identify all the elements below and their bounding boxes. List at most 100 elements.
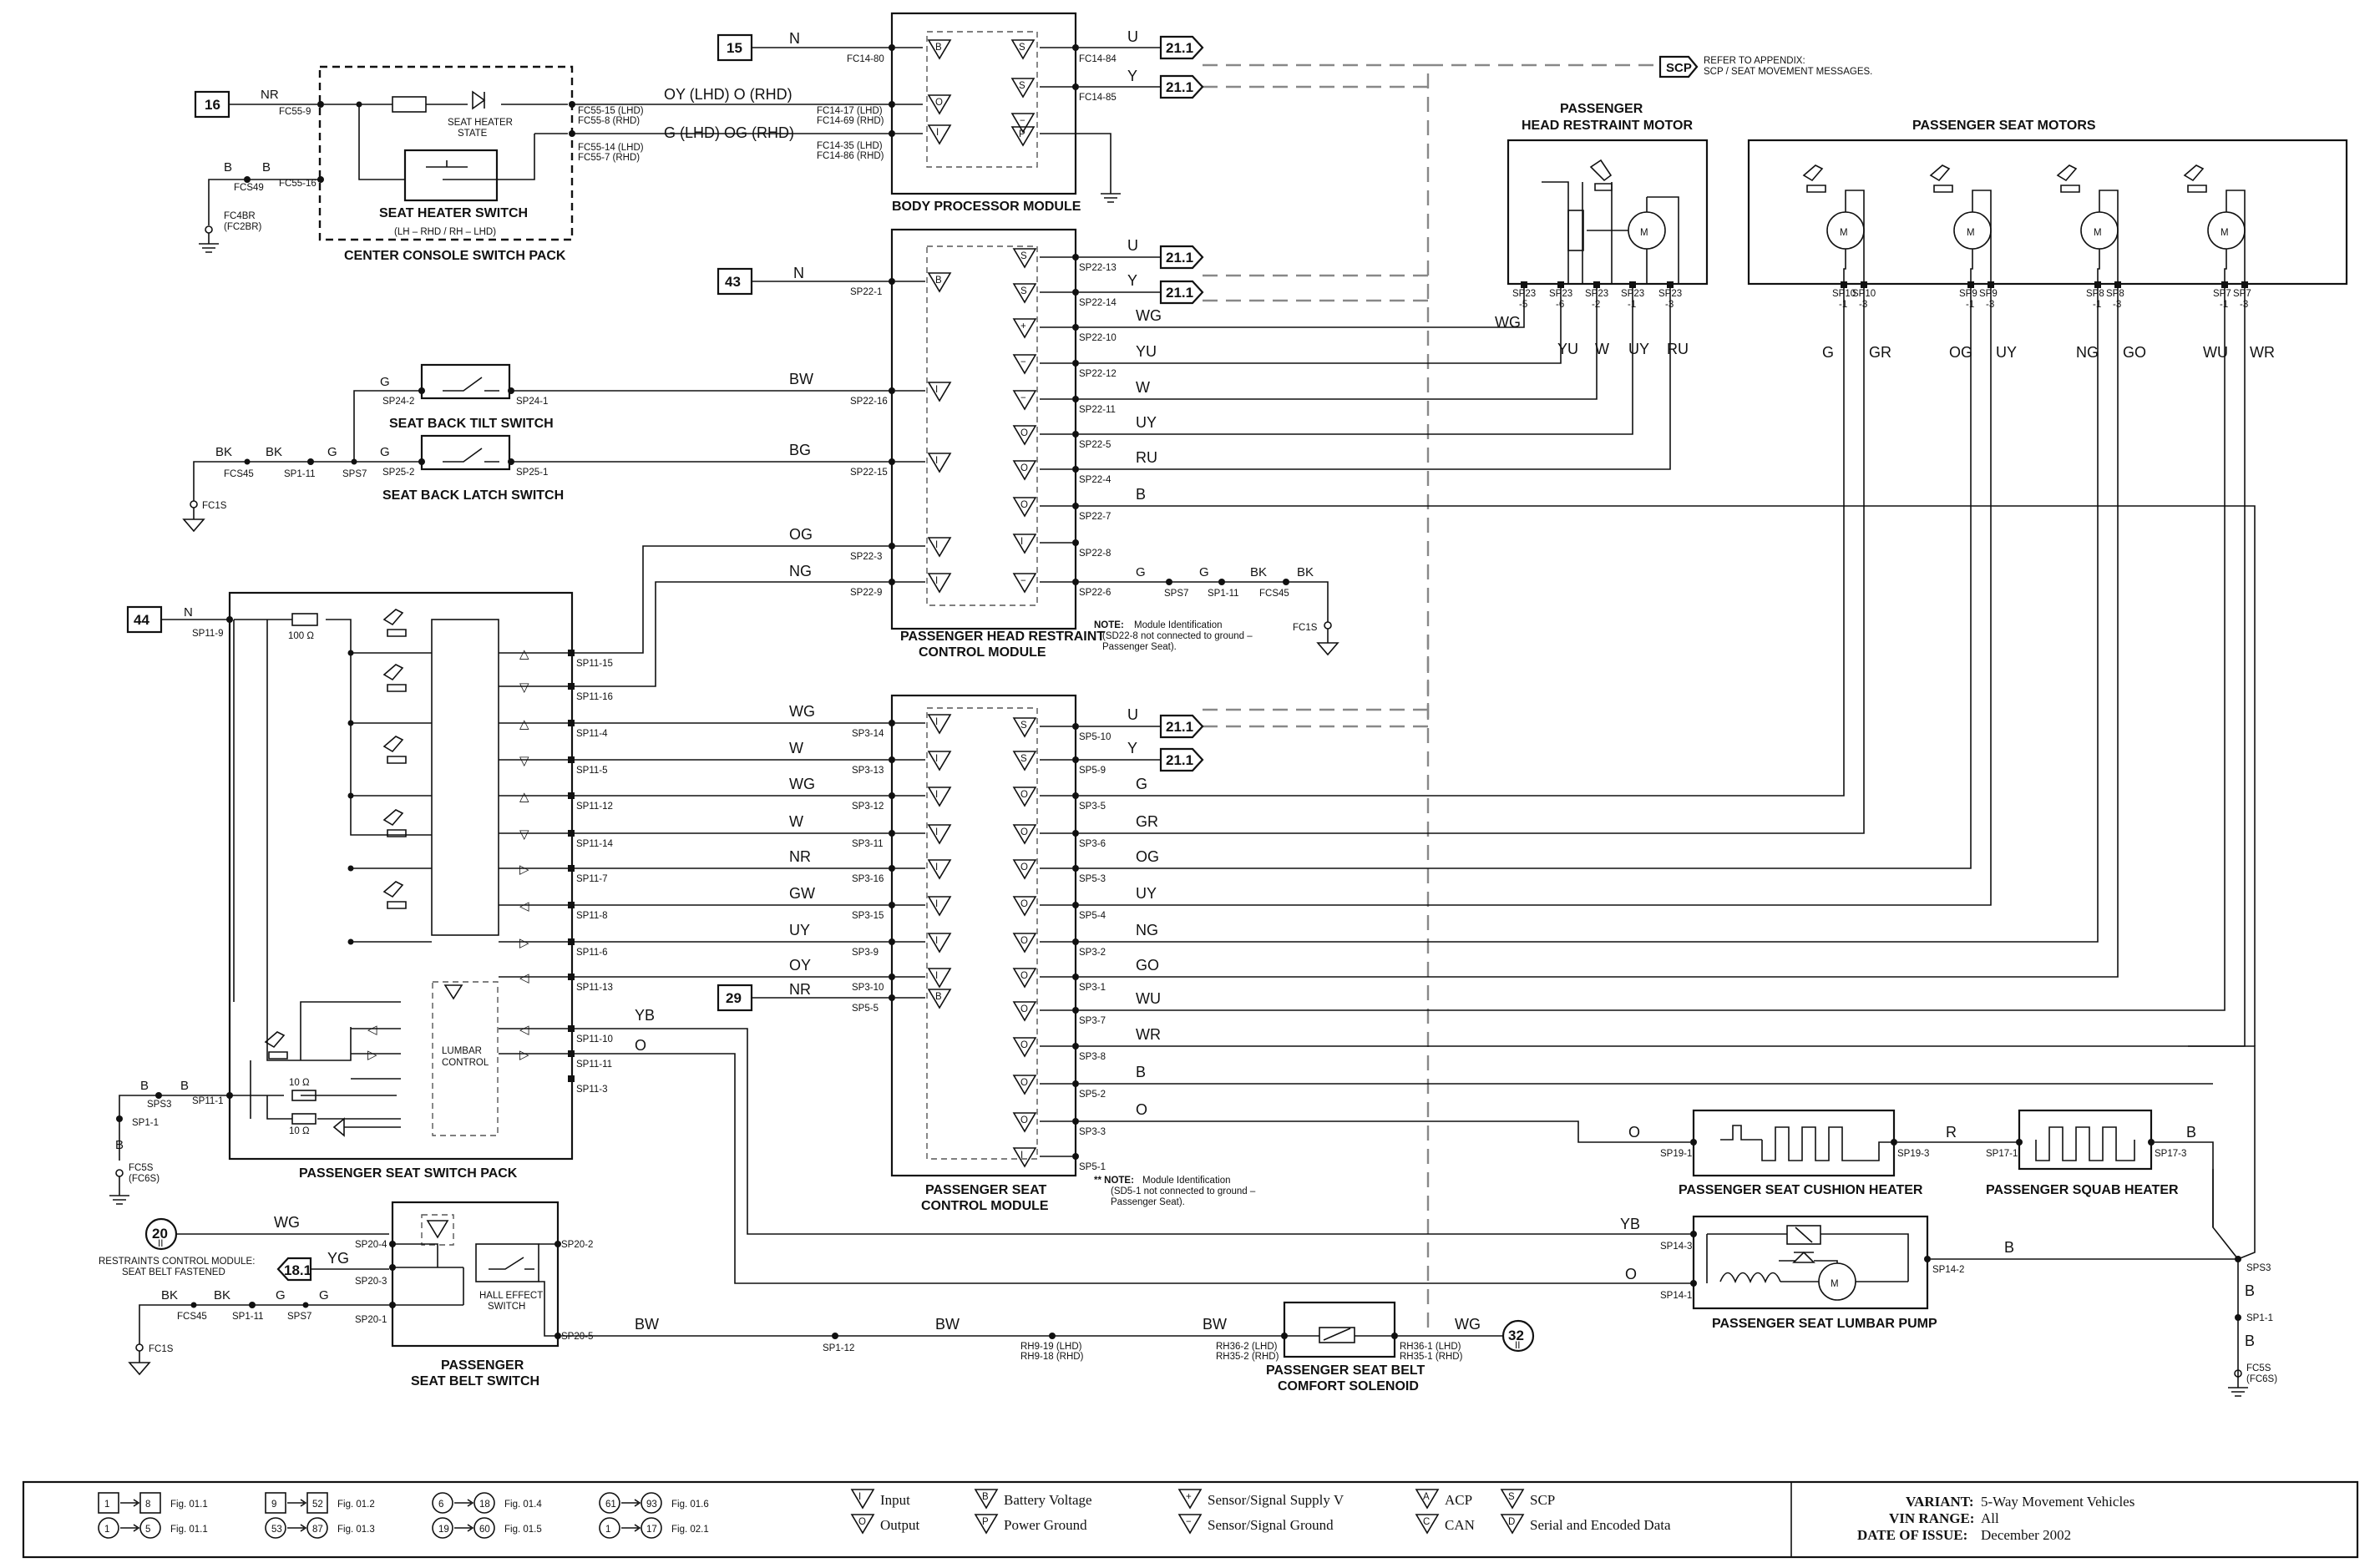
hrcm-right-pin-label: SP22-6 xyxy=(1079,588,1111,598)
belt-pin-4: SP20-2 xyxy=(561,1240,593,1250)
ssp-gnd-w3: B xyxy=(115,1138,124,1152)
legend-symbol-label: Serial and Encoded Data xyxy=(1530,1517,1671,1533)
head-motor-title-1: PASSENGER xyxy=(1560,102,1643,116)
passenger-seat-switch-pack: 44 N SP11-9 100 Ω LUMBAR CONTROL SP11-15… xyxy=(109,591,1691,1284)
hrcm-right-pin-dot xyxy=(1072,503,1079,509)
svg-text:O: O xyxy=(1020,936,1028,946)
legend-ref-b xyxy=(306,1517,328,1539)
hrcm-wire-bg: BG xyxy=(789,442,811,458)
scm-note-title: ** NOTE: xyxy=(1094,1176,1134,1186)
legend-ref-b xyxy=(641,1517,662,1539)
scm-right-pin-dot xyxy=(1072,723,1079,730)
hrcm-right-sym: O xyxy=(1012,497,1037,518)
scm-motor-wire-label: G xyxy=(1136,776,1147,792)
scm-left-pin-label: SP3-14 xyxy=(852,729,884,739)
scm-o-wire-label: O xyxy=(1136,1101,1147,1118)
legend-symbol-glyph: O xyxy=(858,1517,866,1527)
legend-ref-a xyxy=(98,1492,119,1514)
scm-input-wire-label: W xyxy=(789,740,803,756)
scm-right-sym: O xyxy=(1012,896,1037,917)
sol-rh9-a: RH9-19 (LHD) xyxy=(1020,1342,1082,1352)
scm-right-pin-label: SP3-7 xyxy=(1079,1016,1106,1026)
ssp-pin-marker xyxy=(568,792,575,799)
diode-icon xyxy=(332,1117,401,1137)
legend-symbol-glyph: − xyxy=(1186,1517,1192,1527)
legend-ref-b xyxy=(139,1492,161,1514)
ssp-pin-marker xyxy=(568,902,575,908)
svg-text:21.1: 21.1 xyxy=(1166,40,1193,56)
scm-motor-wire xyxy=(1079,288,2246,1047)
scm-note-2: (SD5-1 not connected to ground – xyxy=(1111,1186,1256,1196)
svg-text:O: O xyxy=(1020,827,1028,837)
sol-ref-out-sub: II xyxy=(1515,1341,1520,1351)
belt-gnd-w1: BK xyxy=(161,1288,178,1302)
hrcm-right-pin-dot xyxy=(1072,396,1079,402)
sol-rh9-b: RH9-18 (RHD) xyxy=(1020,1352,1084,1362)
squab-pin-2: SP17-3 xyxy=(2155,1149,2186,1159)
scm-input-wire-label: OY xyxy=(789,957,811,974)
motor-symbol: M xyxy=(2094,228,2102,238)
ssp-direction-icon: ▽ xyxy=(519,754,529,768)
scm-left-pin-label: SP3-16 xyxy=(852,874,884,884)
bpm-ref: 15 xyxy=(727,40,742,56)
scm-right-pin-label: SP5-9 xyxy=(1079,766,1106,776)
seat-adjust-icon xyxy=(382,664,407,692)
legend-ref-a-label: 1 xyxy=(104,1525,109,1535)
scm-motor-wire-label: GR xyxy=(1136,813,1158,830)
hrcm-left-pin-label: SP22-9 xyxy=(850,588,882,598)
scm-right-pin-label: SP3-8 xyxy=(1079,1052,1106,1062)
lumbar-arrow-icon: ◁ xyxy=(367,1023,377,1037)
hrcm-note-2: (SD22-8 not connected to ground – xyxy=(1102,631,1253,641)
hrcm-ref-out: 21.1 xyxy=(1159,280,1204,305)
scm-right-pin-label: SP5-4 xyxy=(1079,911,1106,921)
console-out1-pin-b: FC55-8 (RHD) xyxy=(578,116,640,126)
left-gnd-l2: SP1-11 xyxy=(284,469,316,479)
bpm-in-wire: N xyxy=(789,30,800,47)
svg-text:S: S xyxy=(1020,286,1027,296)
variant-label: VARIANT: xyxy=(1906,1494,1974,1510)
left-gnd-w1: BK xyxy=(215,445,232,459)
pump-wire-o: O xyxy=(1625,1266,1637,1282)
scm-title-1: PASSENGER SEAT xyxy=(925,1183,1046,1197)
right-gnd-w1: B xyxy=(2245,1282,2255,1299)
hrcm-left-pin-dot xyxy=(889,278,895,285)
hrcm-left-pin-dot xyxy=(889,543,895,549)
scm-left-pin-label: SP5-5 xyxy=(852,1004,879,1014)
ssp-res: 100 Ω xyxy=(288,631,314,641)
svg-text:O: O xyxy=(935,98,943,108)
legend-arrow-icon xyxy=(120,1524,140,1532)
seat-motor-wire-label: UY xyxy=(1996,344,2017,361)
seat-motor-pin-marker xyxy=(2114,281,2121,288)
head-restraint-icon xyxy=(1589,159,1613,191)
scm-motor-wire xyxy=(1079,288,1845,797)
head-motor-pin-marker xyxy=(1521,281,1527,288)
scm-left-pin-dot xyxy=(889,902,895,908)
svg-text:O: O xyxy=(1020,899,1028,909)
console-gnd-point-2: (FC2BR) xyxy=(224,222,262,232)
left-gnd-w2: BK xyxy=(266,445,282,459)
bpm-title: BODY PROCESSOR MODULE xyxy=(892,200,1081,214)
ssp-direction-icon: ▷ xyxy=(519,1048,529,1062)
scm-left-sym: I xyxy=(927,787,952,807)
scm-left-sym: I xyxy=(927,751,952,771)
bpm-out-pin-2: FC14-85 xyxy=(1079,93,1117,103)
console-wire-in: NR xyxy=(261,88,279,102)
switch-icon xyxy=(426,160,468,168)
seat-motor-pin-sublabel: -3 xyxy=(1986,300,1994,310)
seat-motor-wire-label: WR xyxy=(2250,344,2275,361)
ssp-pin-marker xyxy=(568,1075,575,1082)
belt-ref-out: 18.1 xyxy=(284,1262,311,1278)
hrcm-title-2: CONTROL MODULE xyxy=(919,645,1046,660)
tilt-wire: G xyxy=(380,375,390,389)
sol-title-2: COMFORT SOLENOID xyxy=(1278,1379,1419,1393)
hrcm-gnd-w1: G xyxy=(1136,565,1146,579)
scm-input-wire-label: NR xyxy=(789,848,811,865)
motor-symbol: M xyxy=(1967,228,1975,238)
hrcm-left-sym: I xyxy=(927,382,952,402)
legend-symbol-glyph: C xyxy=(1423,1517,1430,1527)
hrcm-gnd-w3: BK xyxy=(1250,565,1267,579)
ssp-res-small-1: 10 Ω xyxy=(289,1078,310,1088)
hrcm-wire-ng: NG xyxy=(789,563,812,579)
belt-pin-3: SP20-1 xyxy=(355,1315,387,1325)
ssp-junction xyxy=(347,938,354,945)
